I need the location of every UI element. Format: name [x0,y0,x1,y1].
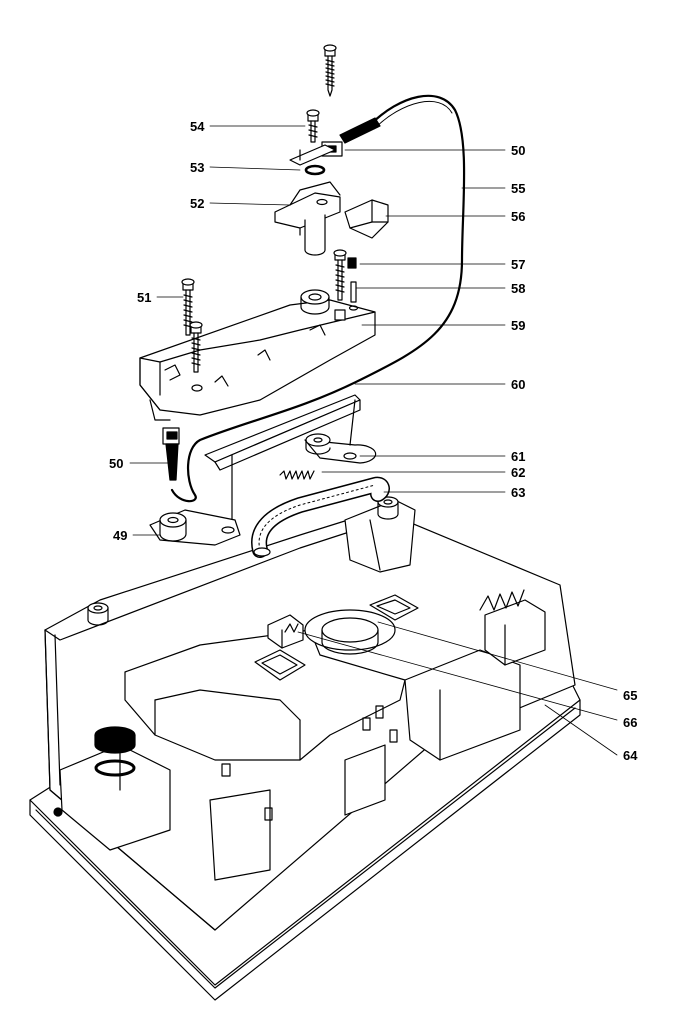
leader-lines [129,125,618,756]
sensor-plug-bottom [162,427,180,481]
callout-54: 54 [190,119,205,134]
callout-58: 58 [511,281,526,296]
callout-65: 65 [623,688,638,703]
pivot-bracket [149,509,241,546]
callout-56: 56 [511,209,526,224]
spring [279,470,315,480]
callout-50-bottom: 50 [109,456,124,471]
callout-66: 66 [623,715,638,730]
clip-block [267,614,304,649]
cable [170,94,466,503]
holder [274,181,341,256]
screw-51-left [181,278,195,336]
screw-51-right [189,321,203,373]
callout-57: 57 [511,257,526,272]
mounting-bracket [289,144,336,166]
filler-cap [94,726,136,777]
callout-64: 64 [623,748,638,763]
callout-53: 53 [190,160,205,175]
o-ring [304,164,326,176]
base-tray [29,499,581,1001]
tray-boss-left [87,602,109,626]
callout-52: 52 [190,196,205,211]
guide-rail [204,394,361,521]
callout-60: 60 [511,377,526,392]
hose [251,476,390,558]
top-screw [323,44,337,97]
pivot-arm [304,433,377,464]
callout-61: 61 [511,449,526,464]
callout-50-top: 50 [511,143,526,158]
pin [348,281,359,311]
square-frame [254,649,306,681]
square-frame-rear [369,594,419,621]
screw-long-housing [333,249,347,301]
callout-62: 62 [511,465,526,480]
cap-56 [344,199,389,239]
callout-49: 49 [113,528,128,543]
callout-63: 63 [511,485,526,500]
main-housing [139,289,376,421]
set-screw [347,257,357,269]
callout-55: 55 [511,181,526,196]
screw-54 [306,109,320,143]
callout-59: 59 [511,318,526,333]
callout-51: 51 [137,290,152,305]
